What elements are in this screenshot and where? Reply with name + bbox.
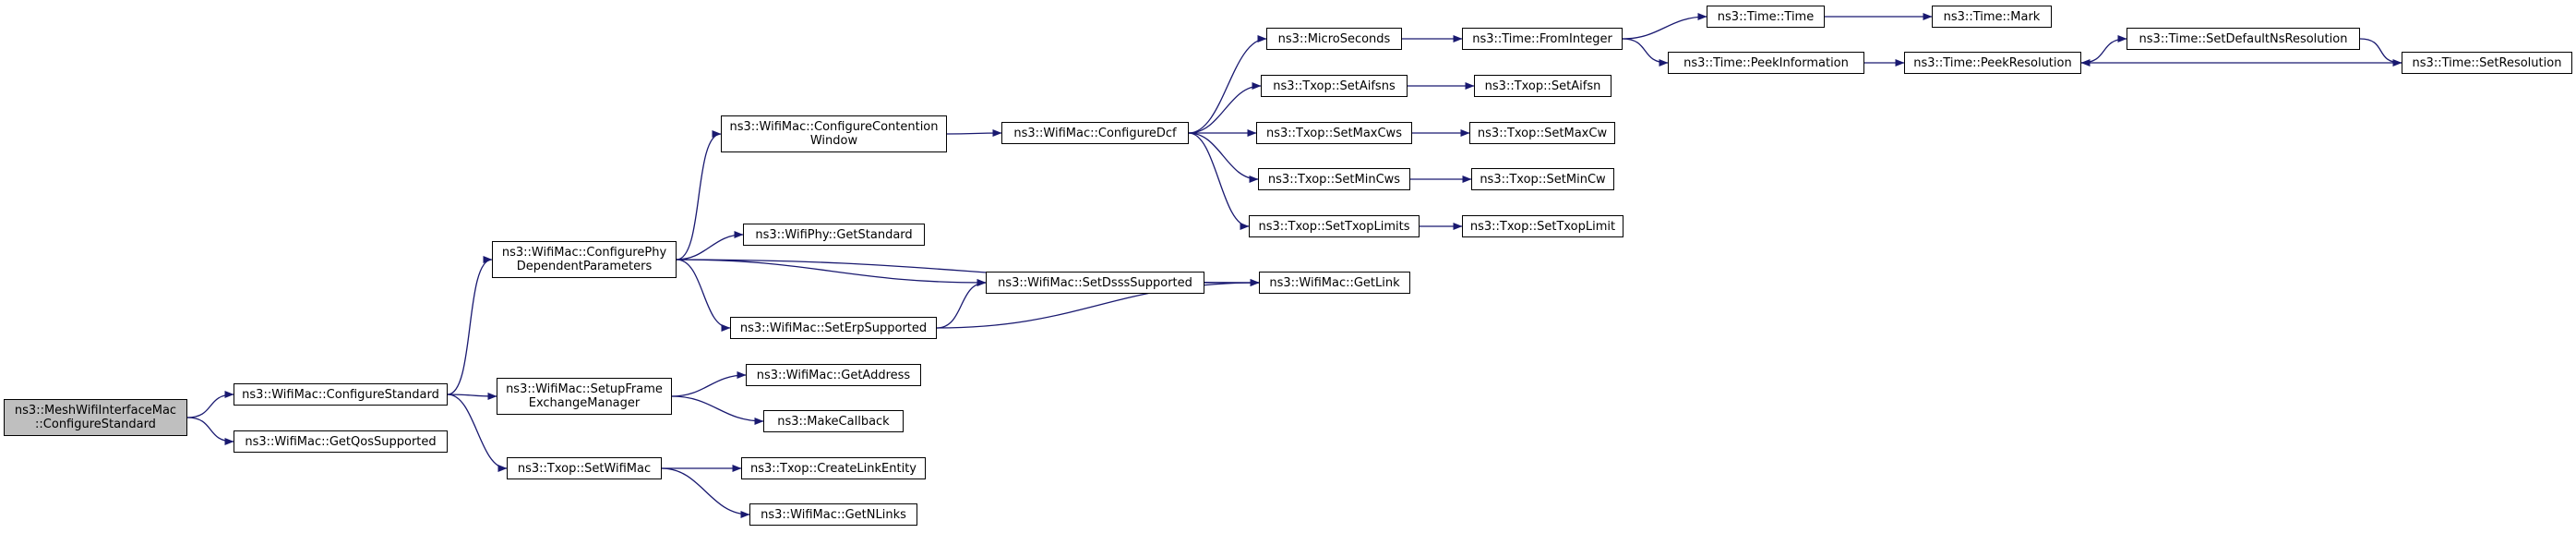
- node-txop-setaifsn[interactable]: ns3::Txop::SetAifsn: [1474, 75, 1611, 97]
- node-time-setdefaultnsresolution[interactable]: ns3::Time::SetDefaultNsResolution: [2127, 28, 2360, 50]
- call-edge-cfgstd-to-setwifimac: [447, 394, 508, 472]
- call-edge-cfgdcf-to-setmincws: [1188, 132, 1259, 183]
- node-txop-createlinkentity[interactable]: ns3::Txop::CreateLinkEntity: [741, 457, 926, 479]
- node-txop-setaifsns[interactable]: ns3::Txop::SetAifsns: [1261, 75, 1408, 97]
- node-txop-setwifimac[interactable]: ns3::Txop::SetWifiMac: [507, 457, 662, 479]
- call-edge-cfgphy-to-seterp: [676, 259, 731, 332]
- call-edge-cfgstd-to-cfgphy: [447, 256, 493, 395]
- node-wifimac-getaddress[interactable]: ns3::WifiMac::GetAddress: [746, 364, 921, 386]
- node-txop-settxoplimits[interactable]: ns3::Txop::SetTxopLimits: [1249, 215, 1420, 237]
- node-time-mark[interactable]: ns3::Time::Mark: [1932, 6, 2052, 28]
- call-edge-cfgphy-to-setdsss: [676, 259, 987, 286]
- call-edge-root-to-qos: [186, 417, 234, 445]
- call-edge-peekres-to-setdefres: [2080, 35, 2127, 64]
- node-txop-settxoplimit[interactable]: ns3::Txop::SetTxopLimit: [1462, 215, 1623, 237]
- node-wifimac-seterpsupported[interactable]: ns3::WifiMac::SetErpSupported: [730, 317, 937, 339]
- call-edge-setupfem-to-makecb: [671, 395, 764, 425]
- call-edge-setupfem-to-getaddr: [671, 371, 747, 397]
- node-time-time[interactable]: ns3::Time::Time: [1707, 6, 1825, 28]
- call-edge-cfgphy-to-cfgcw: [676, 130, 722, 260]
- node-wifimac-configurephydependentparameters[interactable]: ns3::WifiMac::ConfigurePhy DependentPara…: [492, 241, 677, 278]
- node-microseconds[interactable]: ns3::MicroSeconds: [1266, 28, 1402, 50]
- node-wifimac-setdssssupported[interactable]: ns3::WifiMac::SetDsssSupported: [986, 272, 1204, 294]
- node-wifimac-configurecontentionwindow[interactable]: ns3::WifiMac::ConfigureContention Window: [721, 115, 947, 152]
- call-edge-setdefres-to-setres: [2359, 38, 2402, 67]
- node-wifimac-setupframeexchangemanager[interactable]: ns3::WifiMac::SetupFrame ExchangeManager: [497, 378, 672, 415]
- node-time-setresolution[interactable]: ns3::Time::SetResolution: [2402, 52, 2572, 74]
- call-edge-cfgdcf-to-setaifsns: [1188, 82, 1262, 134]
- node-txop-setmincw[interactable]: ns3::Txop::SetMinCw: [1471, 168, 1614, 190]
- call-edge-setwifimac-to-getnlinks: [661, 467, 750, 518]
- node-meshwifiinterfacemac-configurestandard: ns3::MeshWifiInterfaceMac ::ConfigureSta…: [4, 399, 187, 436]
- node-wifimac-getlink[interactable]: ns3::WifiMac::GetLink: [1259, 272, 1410, 294]
- node-txop-setmaxcws[interactable]: ns3::Txop::SetMaxCws: [1256, 122, 1412, 144]
- node-wifimac-getqossupported[interactable]: ns3::WifiMac::GetQosSupported: [234, 430, 448, 453]
- call-edge-cfgphy-to-getstd: [676, 231, 744, 260]
- call-edge-cfgdcf-to-settxoplimits: [1188, 132, 1250, 230]
- node-wifiphy-getstandard[interactable]: ns3::WifiPhy::GetStandard: [743, 224, 925, 246]
- node-txop-setmaxcw[interactable]: ns3::Txop::SetMaxCw: [1469, 122, 1615, 144]
- node-wifimac-configuredcf[interactable]: ns3::WifiMac::ConfigureDcf: [1001, 122, 1189, 144]
- call-edge-cfgdcf-to-micro: [1188, 35, 1267, 134]
- node-txop-setmincws[interactable]: ns3::Txop::SetMinCws: [1258, 168, 1410, 190]
- node-time-peekresolution[interactable]: ns3::Time::PeekResolution: [1904, 52, 2081, 74]
- node-time-frominteger[interactable]: ns3::Time::FromInteger: [1462, 28, 1623, 50]
- call-edge-root-to-cfgstd: [186, 391, 234, 418]
- call-edge-fromint-to-peekinfo: [1622, 38, 1669, 67]
- node-makecallback[interactable]: ns3::MakeCallback: [763, 410, 904, 432]
- call-edge-seterp-to-setdsss: [936, 279, 987, 329]
- node-time-peekinformation[interactable]: ns3::Time::PeekInformation: [1668, 52, 1864, 74]
- call-edge-seterp-to-getlink: [936, 279, 1260, 329]
- node-wifimac-configurestandard[interactable]: ns3::WifiMac::ConfigureStandard: [234, 383, 448, 406]
- call-edge-fromint-to-time: [1622, 13, 1707, 40]
- call-edge-cfgstd-to-setupfem: [447, 392, 497, 400]
- call-edge-cfgcw-to-cfgdcf: [946, 129, 1002, 138]
- node-wifimac-getnlinks[interactable]: ns3::WifiMac::GetNLinks: [749, 503, 917, 526]
